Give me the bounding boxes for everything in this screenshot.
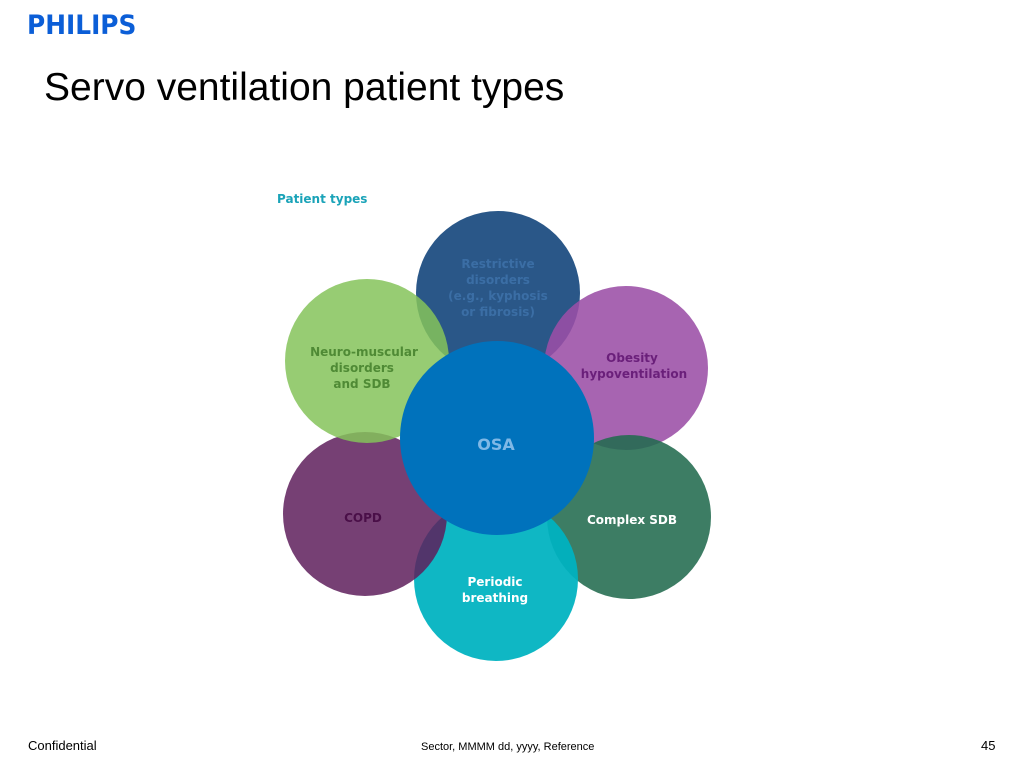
svg-text:and SDB: and SDB	[333, 377, 390, 391]
svg-text:disorders: disorders	[330, 361, 394, 375]
label-copd: COPD	[344, 511, 382, 525]
svg-text:breathing: breathing	[462, 591, 528, 605]
label-obesity: Obesity hypoventilation	[581, 351, 687, 381]
svg-text:disorders: disorders	[466, 273, 530, 287]
circle-periodic	[414, 497, 578, 661]
label-periodic: Periodic breathing	[462, 575, 528, 605]
label-osa: OSA	[477, 435, 515, 454]
page-number: 45	[981, 738, 996, 753]
circle-osa	[400, 341, 594, 535]
label-neuromuscular: Neuro-muscular disorders and SDB	[310, 345, 418, 391]
label-complex-sdb: Complex SDB	[587, 513, 677, 527]
svg-text:Restrictive: Restrictive	[461, 257, 534, 271]
svg-text:(e.g., kyphosis: (e.g., kyphosis	[448, 289, 548, 303]
label-restrictive: Restrictive disorders (e.g., kyphosis or…	[448, 257, 548, 319]
svg-text:Periodic: Periodic	[467, 575, 522, 589]
circle-restrictive	[416, 211, 580, 375]
svg-text:COPD: COPD	[344, 511, 382, 525]
svg-text:or fibrosis): or fibrosis)	[461, 305, 535, 319]
circle-copd	[283, 432, 447, 596]
svg-text:Obesity: Obesity	[606, 351, 658, 365]
svg-text:Complex SDB: Complex SDB	[587, 513, 677, 527]
circle-complex-sdb	[547, 435, 711, 599]
diagram-heading: Patient types	[277, 192, 367, 206]
svg-text:hypoventilation: hypoventilation	[581, 367, 687, 381]
footer-reference: Sector, MMMM dd, yyyy, Reference	[421, 741, 595, 753]
footer-confidential: Confidential	[28, 738, 97, 753]
philips-logo: PHILIPS	[27, 10, 137, 41]
page-title: Servo ventilation patient types	[44, 66, 565, 109]
svg-text:Neuro-muscular: Neuro-muscular	[310, 345, 418, 359]
